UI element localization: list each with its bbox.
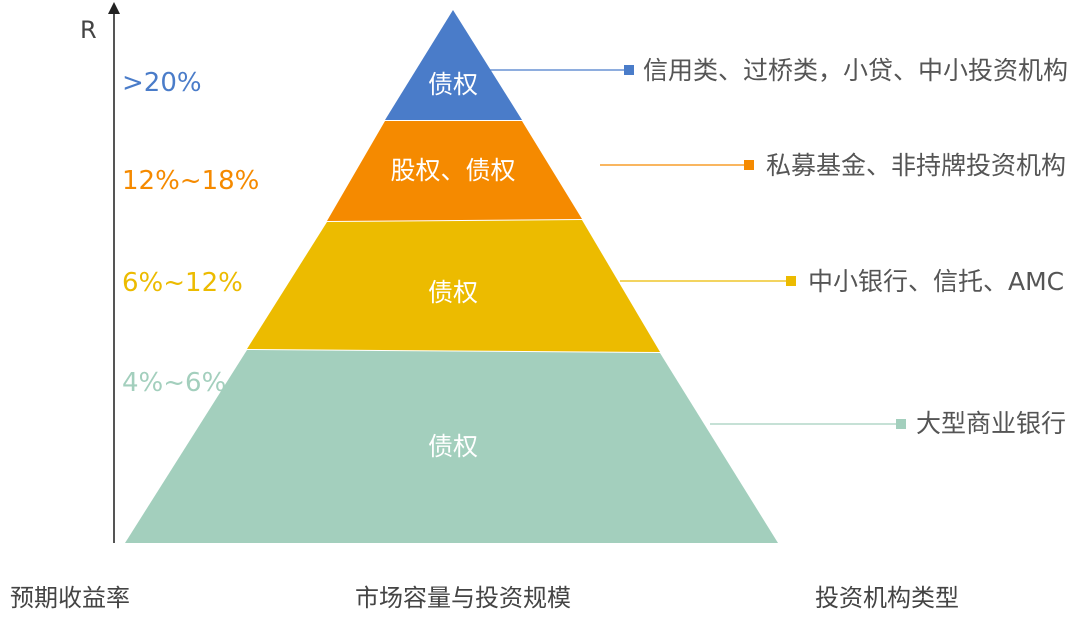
tier-4-shape <box>125 350 778 543</box>
return-4: 4%~6% <box>122 368 227 398</box>
marker-2 <box>744 160 754 170</box>
institutions-1: 信用类、过桥类，小贷、中小投资机构 <box>643 56 1069 85</box>
return-1: >20% <box>122 68 202 98</box>
bottom-label-return: 预期收益率 <box>10 584 130 612</box>
institutions-2: 私募基金、非持牌投资机构 <box>766 151 1067 180</box>
bottom-label-market: 市场容量与投资规模 <box>355 584 571 612</box>
tier-1-label: 债权 <box>427 70 479 99</box>
tier-4-label: 债权 <box>427 432 479 461</box>
marker-1 <box>624 65 634 75</box>
tier-2-shape <box>327 121 582 221</box>
marker-4 <box>896 419 906 429</box>
axis-r-label: R <box>80 16 97 44</box>
tier-3-label: 债权 <box>427 278 479 307</box>
institutions-3: 中小银行、信托、AMC <box>808 267 1065 296</box>
return-3: 6%~12% <box>122 268 243 298</box>
institutions-4: 大型商业银行 <box>916 409 1067 438</box>
return-2: 12%~18% <box>122 166 260 196</box>
tier-3-shape <box>247 220 660 352</box>
marker-3 <box>786 276 796 286</box>
tier-1-shape <box>385 10 522 120</box>
bottom-label-institution: 投资机构类型 <box>815 584 959 612</box>
tier-2-label: 股权、债权 <box>390 156 516 185</box>
axis-arrow-icon <box>108 2 120 14</box>
